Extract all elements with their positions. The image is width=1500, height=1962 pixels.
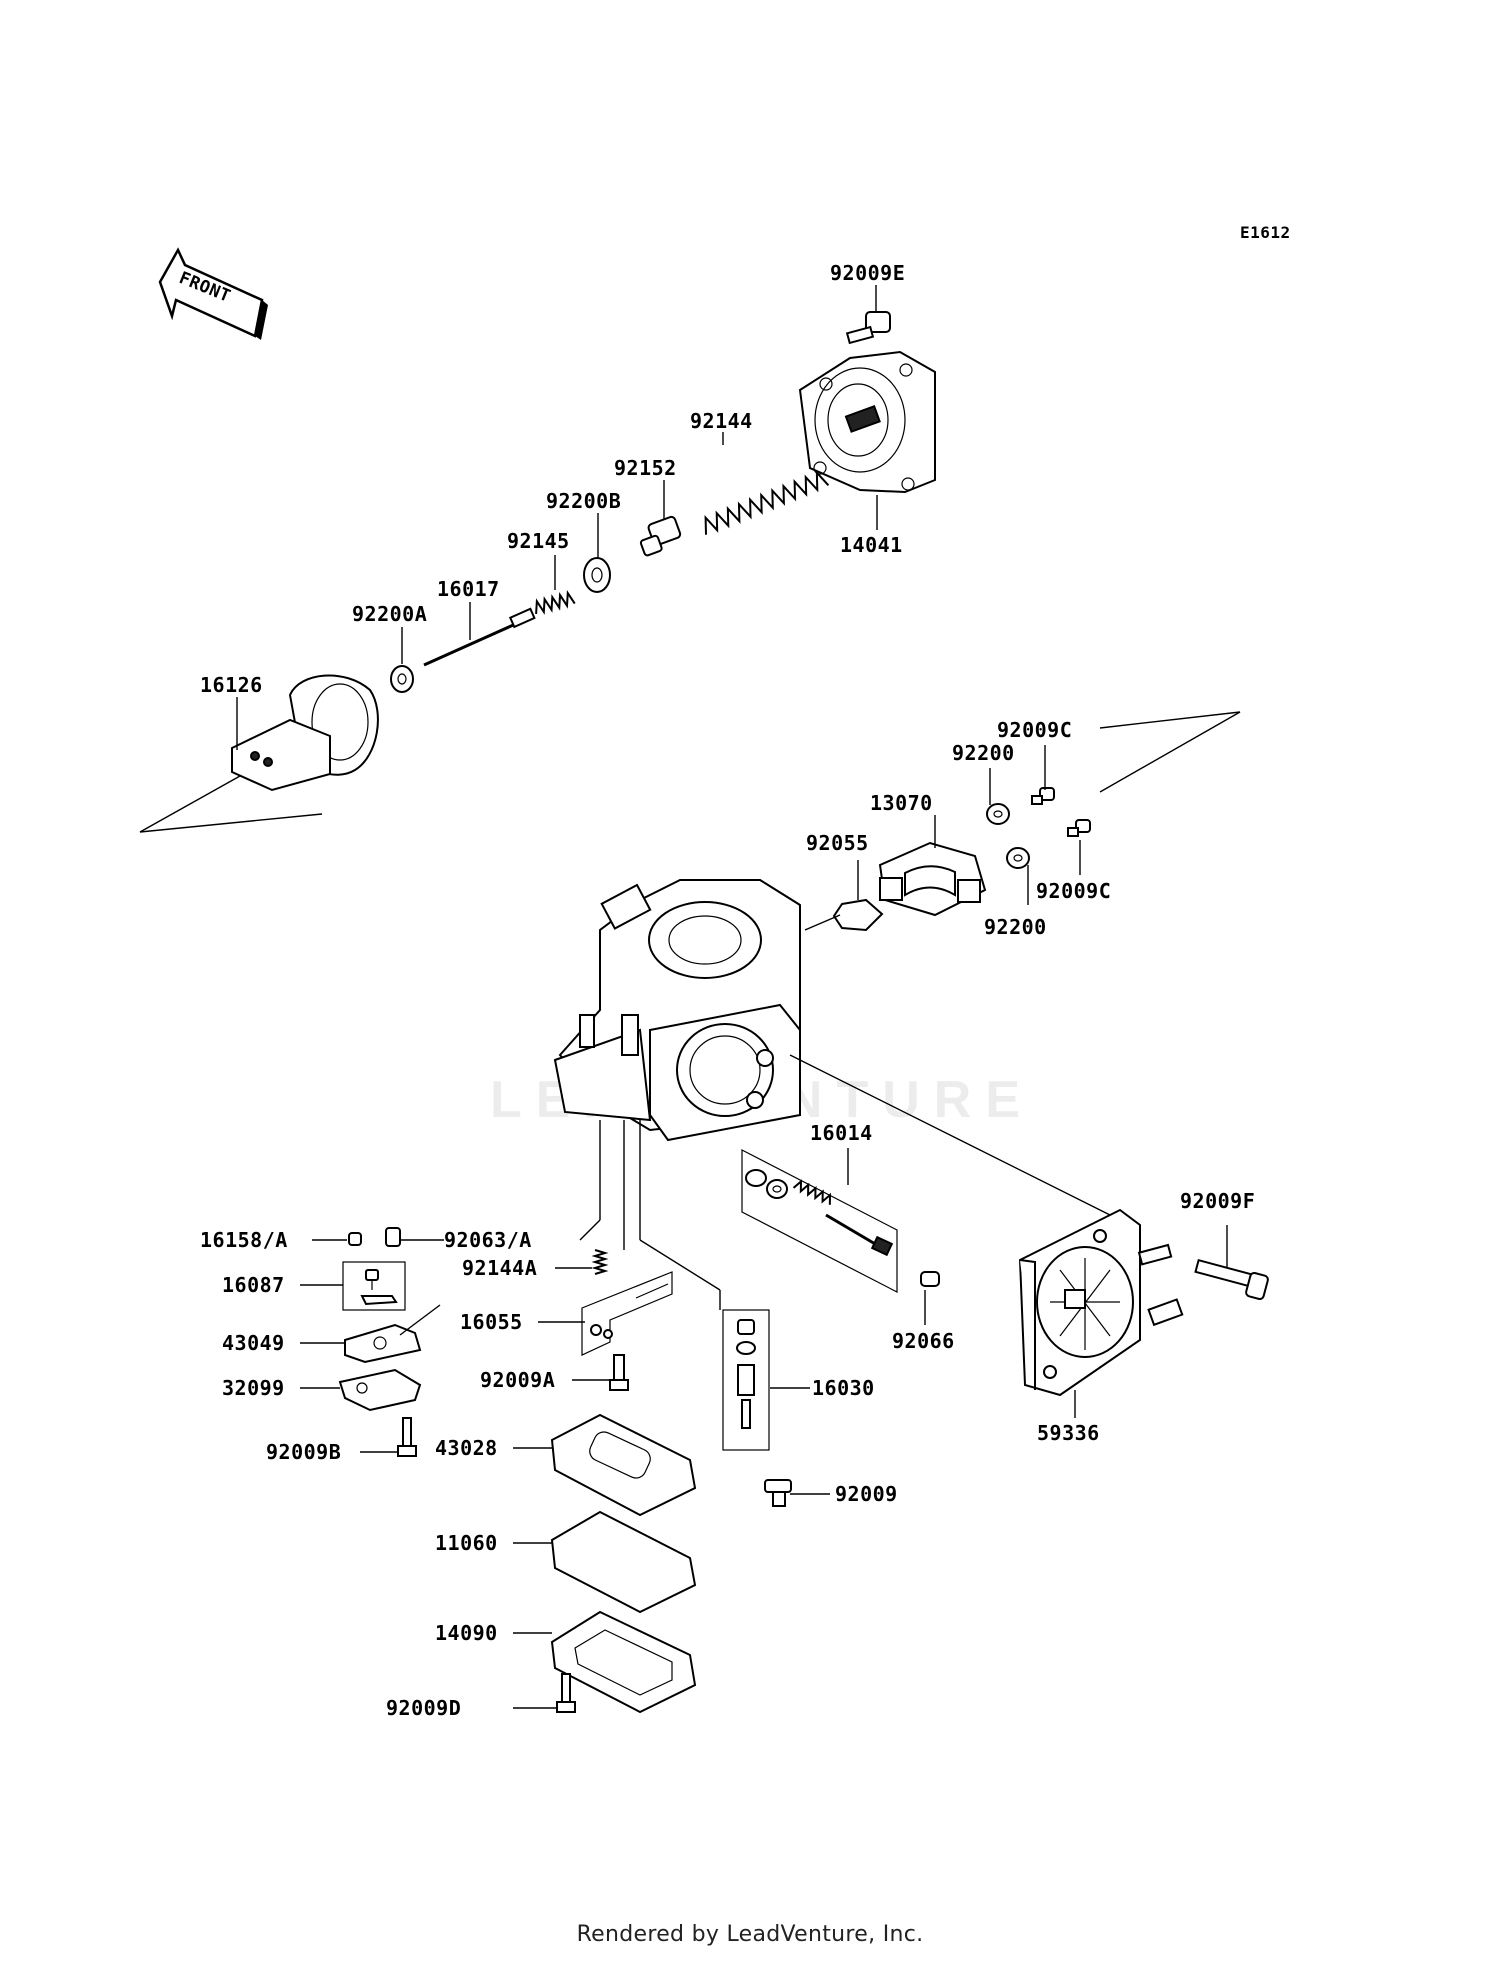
screw-92009C-bottom <box>1067 819 1091 837</box>
label-43049: 43049 <box>222 1331 285 1355</box>
label-92200-top: 92200 <box>952 741 1015 765</box>
washer-92200A <box>390 665 414 693</box>
footer-credit: Rendered by LeadVenture, Inc. <box>576 1922 924 1947</box>
part-16158A <box>348 1232 362 1246</box>
plug-92066 <box>920 1271 940 1287</box>
label-92009C-top: 92009C <box>997 718 1072 742</box>
label-92066: 92066 <box>892 1329 955 1353</box>
label-16030: 16030 <box>812 1376 875 1400</box>
diaphragm-16126 <box>231 674 379 792</box>
label-92144A: 92144A <box>462 1256 537 1280</box>
jet-set-16030 <box>722 1309 770 1451</box>
bolt-92009E <box>845 311 891 345</box>
fuel-pump-59336 <box>1018 1208 1184 1397</box>
label-59336: 59336 <box>1037 1421 1100 1445</box>
spring-92144 <box>704 470 830 535</box>
label-16014: 16014 <box>810 1121 873 1145</box>
bracket-16055 <box>581 1271 673 1356</box>
screw-set-16014 <box>741 1149 898 1293</box>
front-arrow-icon: FRONT <box>158 247 268 340</box>
label-16017: 16017 <box>437 577 500 601</box>
label-16055: 16055 <box>460 1310 523 1334</box>
diagram-code: E1612 <box>1240 223 1291 242</box>
label-92009: 92009 <box>835 1482 898 1506</box>
gasket-92055 <box>832 898 884 932</box>
label-92009B: 92009B <box>266 1440 341 1464</box>
gasket-43049 <box>344 1323 422 1364</box>
screw-92009B <box>397 1417 417 1457</box>
gasket-43028 <box>550 1413 697 1517</box>
diaphragm-14090 <box>550 1610 697 1714</box>
label-16126: 16126 <box>200 673 263 697</box>
leader-lines <box>139 285 1241 1709</box>
label-92200-bottom: 92200 <box>984 915 1047 939</box>
screw-92009D <box>556 1673 576 1713</box>
screw-92009C-top <box>1031 787 1055 805</box>
label-14090: 14090 <box>435 1621 498 1645</box>
label-92009F: 92009F <box>1180 1189 1255 1213</box>
label-92144: 92144 <box>690 409 753 433</box>
needle-16017 <box>423 607 536 667</box>
part-16087 <box>342 1261 406 1311</box>
label-13070: 13070 <box>870 791 933 815</box>
upper-assembly <box>231 311 936 792</box>
cover-14041 <box>798 350 936 494</box>
bolt-92009F <box>1194 1258 1269 1301</box>
label-16158A: 16158/A <box>200 1228 288 1252</box>
label-92009D: 92009D <box>386 1696 461 1720</box>
washer-92200B <box>583 557 611 593</box>
label-92009A: 92009A <box>480 1368 555 1392</box>
carburetor-body <box>553 878 801 1142</box>
part-labels: 92009E 92144 92152 92200B 92145 16017 92… <box>200 261 1255 1720</box>
label-32099: 32099 <box>222 1376 285 1400</box>
spring-92144A <box>591 1249 609 1275</box>
label-92009E: 92009E <box>830 261 905 285</box>
label-92009C-bottom: 92009C <box>1036 879 1111 903</box>
label-14041: 14041 <box>840 533 903 557</box>
label-92152: 92152 <box>614 456 677 480</box>
bracket-13070 <box>878 841 987 917</box>
part-92152 <box>639 515 682 557</box>
screw-92009A <box>609 1354 629 1391</box>
washer-92200-top <box>986 803 1010 825</box>
label-16087: 16087 <box>222 1273 285 1297</box>
gasket-11060 <box>550 1510 697 1614</box>
label-92055: 92055 <box>806 831 869 855</box>
spring-92145 <box>535 589 576 615</box>
washer-92200-bottom <box>1006 847 1030 869</box>
label-11060: 11060 <box>435 1531 498 1555</box>
label-92200B: 92200B <box>546 489 621 513</box>
label-92200A: 92200A <box>352 602 427 626</box>
part-32099 <box>338 1368 422 1412</box>
label-43028: 43028 <box>435 1436 498 1460</box>
screw-92009 <box>764 1479 792 1507</box>
part-92063A <box>385 1227 401 1247</box>
label-92063A: 92063/A <box>444 1228 532 1252</box>
label-92145: 92145 <box>507 529 570 553</box>
